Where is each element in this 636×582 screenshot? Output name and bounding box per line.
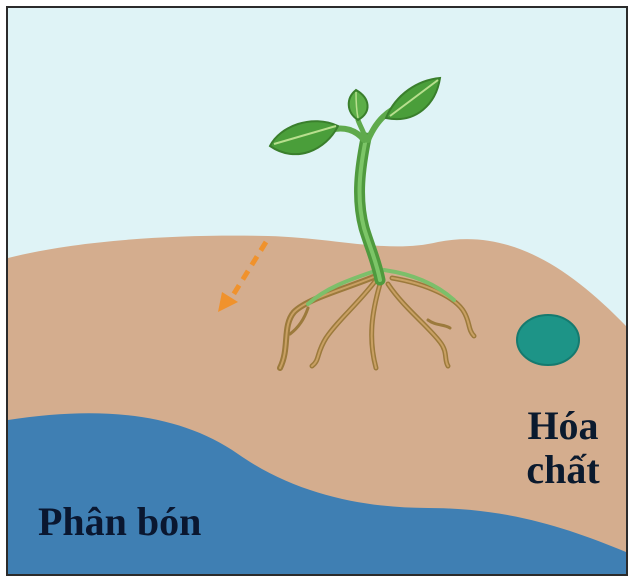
chemical-label-line2: chất bbox=[508, 448, 618, 492]
chemical-label-line1: Hóa bbox=[508, 404, 618, 448]
fertilizer-label: Phân bón bbox=[38, 500, 201, 544]
chemical-dot-icon bbox=[517, 315, 579, 365]
diagram-frame: Phân bón Hóa chất bbox=[6, 6, 628, 576]
chemical-label: Hóa chất bbox=[508, 404, 618, 492]
